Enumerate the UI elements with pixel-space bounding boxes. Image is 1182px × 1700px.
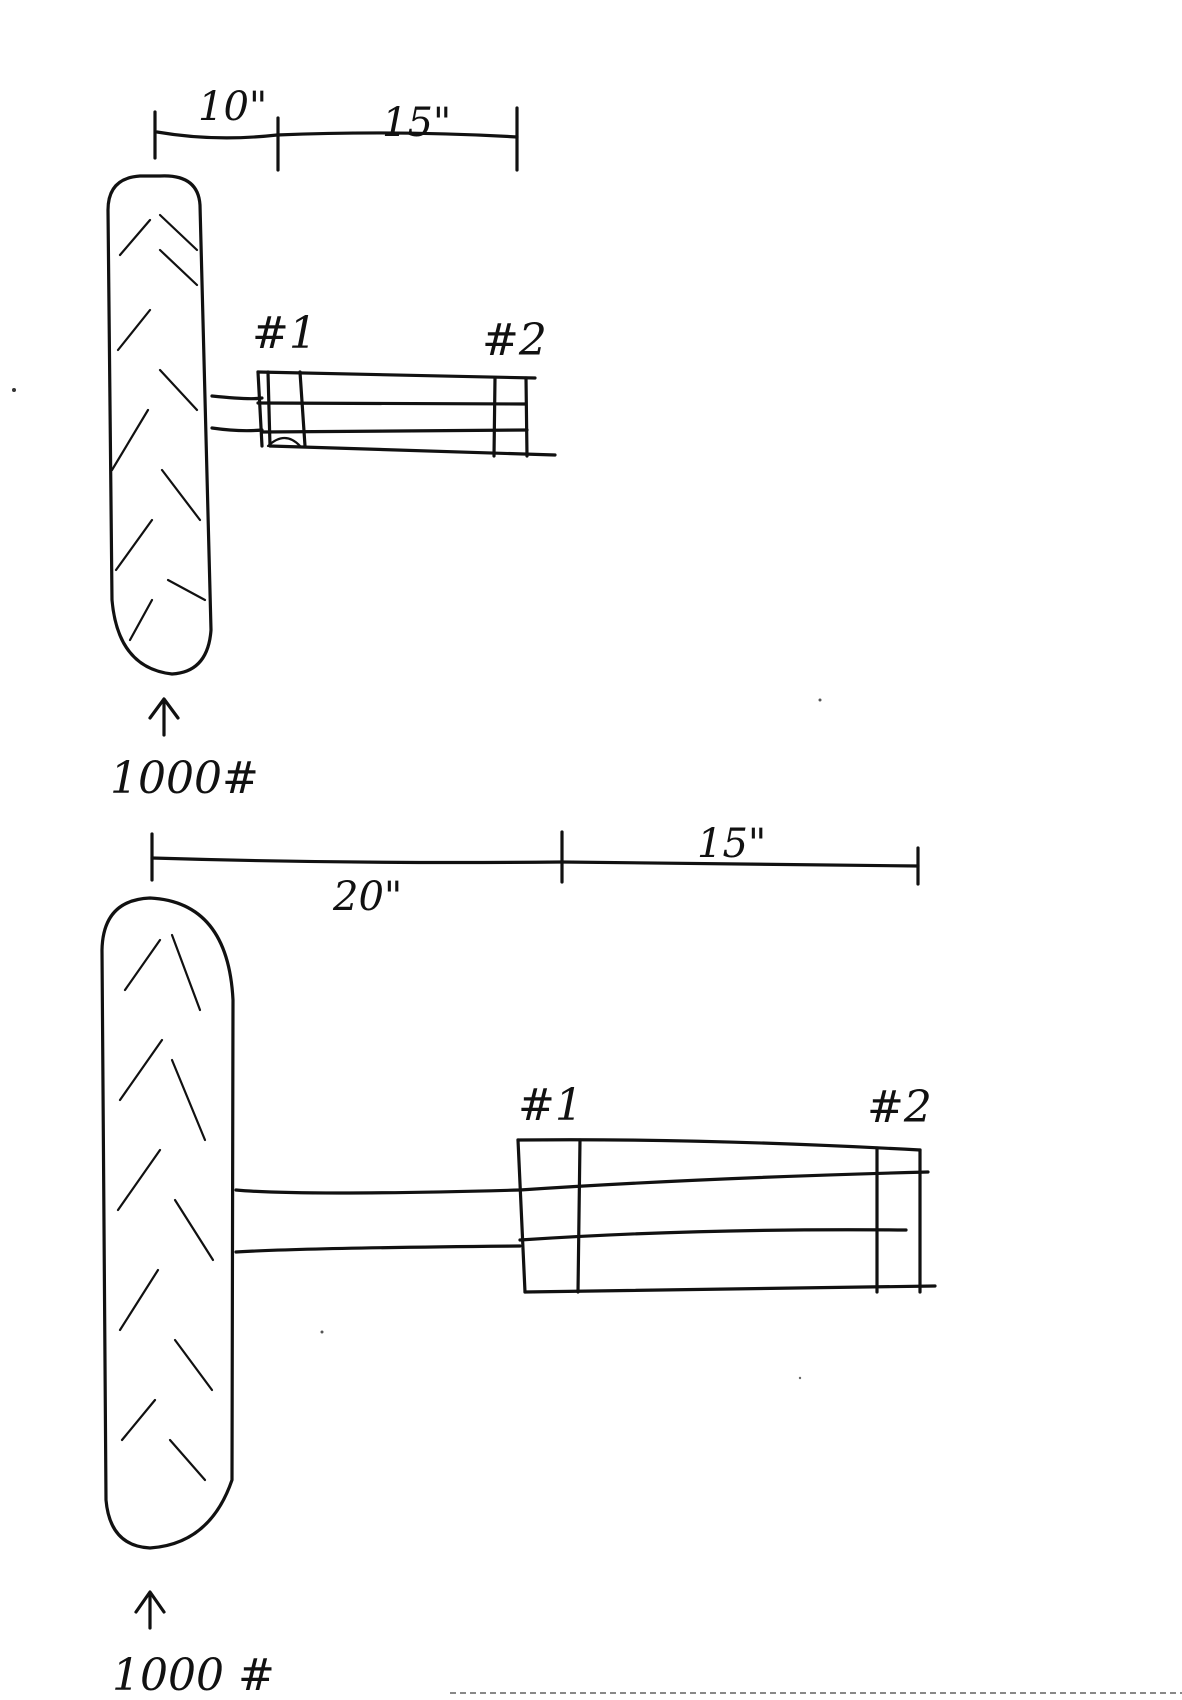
axle-beam-2	[234, 1138, 937, 1294]
point-1-label: #1	[518, 1080, 583, 1131]
dimension-line-1	[153, 106, 519, 172]
arrow-up-icon	[134, 1590, 166, 1630]
diagram-1: 10" 15"	[106, 84, 557, 804]
point-1-label: #1	[252, 308, 317, 359]
tire-icon	[100, 896, 235, 1550]
diagram-2: 20" 15" #1	[100, 821, 937, 1700]
load-label-2: 1000 #	[112, 1650, 275, 1700]
point-2-label: #2	[867, 1082, 932, 1133]
load-label-1: 1000#	[110, 753, 259, 804]
axle-beam-1	[210, 370, 557, 458]
dimension-label-15in-2: 15"	[697, 821, 766, 867]
point-2-label: #2	[482, 315, 547, 366]
dimension-label-15in: 15"	[382, 100, 451, 146]
scan-noise	[12, 388, 1182, 1694]
arrow-up-icon	[148, 697, 180, 737]
tire-icon	[106, 174, 213, 676]
dimension-label-10in: 10"	[198, 84, 267, 130]
dimension-label-20in: 20"	[332, 874, 402, 920]
dimension-line-2	[150, 830, 920, 886]
